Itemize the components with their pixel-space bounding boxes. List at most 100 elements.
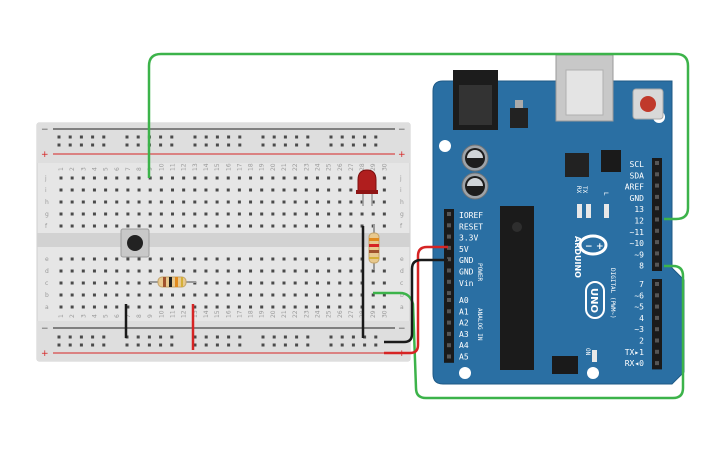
- resistor-horizontal[interactable]: [150, 276, 196, 288]
- breadboard-hole[interactable]: [282, 212, 286, 216]
- breadboard-hole[interactable]: [81, 224, 85, 228]
- rail-hole[interactable]: [295, 343, 299, 347]
- breadboard-hole[interactable]: [304, 224, 308, 228]
- breadboard-hole[interactable]: [59, 293, 63, 297]
- breadboard-hole[interactable]: [260, 188, 264, 192]
- rail-hole[interactable]: [204, 135, 208, 139]
- breadboard-hole[interactable]: [126, 305, 130, 309]
- header-pin[interactable]: [655, 315, 659, 320]
- breadboard-hole[interactable]: [315, 293, 319, 297]
- breadboard-hole[interactable]: [226, 293, 230, 297]
- breadboard-hole[interactable]: [237, 281, 241, 285]
- rail-hole[interactable]: [170, 335, 174, 339]
- breadboard-hole[interactable]: [215, 188, 219, 192]
- breadboard-hole[interactable]: [260, 200, 264, 204]
- breadboard-hole[interactable]: [271, 305, 275, 309]
- breadboard-hole[interactable]: [159, 293, 163, 297]
- breadboard-hole[interactable]: [204, 269, 208, 273]
- breadboard-hole[interactable]: [171, 269, 174, 273]
- breadboard-hole[interactable]: [382, 257, 386, 261]
- rail-hole[interactable]: [170, 143, 174, 147]
- wire-green-top[interactable]: [147, 52, 690, 221]
- breadboard-hole[interactable]: [59, 224, 63, 228]
- breadboard-hole[interactable]: [182, 305, 186, 309]
- breadboard-hole[interactable]: [70, 281, 74, 285]
- breadboard-hole[interactable]: [382, 305, 386, 309]
- breadboard-hole[interactable]: [249, 305, 253, 309]
- rail-hole[interactable]: [125, 143, 129, 147]
- breadboard-hole[interactable]: [360, 212, 364, 216]
- breadboard-hole[interactable]: [282, 281, 286, 285]
- header-pin[interactable]: [655, 217, 659, 222]
- rail-hole[interactable]: [351, 343, 355, 347]
- rail-hole[interactable]: [102, 135, 106, 139]
- breadboard-hole[interactable]: [327, 176, 331, 180]
- breadboard-hole[interactable]: [182, 257, 186, 261]
- breadboard-hole[interactable]: [338, 269, 342, 273]
- rail-hole[interactable]: [295, 135, 299, 139]
- breadboard-hole[interactable]: [226, 200, 230, 204]
- breadboard-hole[interactable]: [215, 293, 219, 297]
- breadboard-hole[interactable]: [304, 188, 308, 192]
- breadboard-hole[interactable]: [104, 224, 108, 228]
- rail-hole[interactable]: [79, 143, 83, 147]
- breadboard-hole[interactable]: [304, 257, 308, 261]
- breadboard-hole[interactable]: [282, 224, 286, 228]
- breadboard-hole[interactable]: [338, 281, 342, 285]
- rail-hole[interactable]: [147, 343, 151, 347]
- breadboard-hole[interactable]: [171, 293, 174, 297]
- breadboard-hole[interactable]: [282, 188, 286, 192]
- rail-hole[interactable]: [68, 343, 72, 347]
- rail-hole[interactable]: [261, 135, 265, 139]
- breadboard-hole[interactable]: [59, 176, 63, 180]
- rail-hole[interactable]: [238, 335, 242, 339]
- breadboard-hole[interactable]: [293, 281, 297, 285]
- header-pin[interactable]: [655, 228, 659, 233]
- breadboard-hole[interactable]: [115, 269, 119, 273]
- rail-hole[interactable]: [306, 143, 310, 147]
- breadboard-hole[interactable]: [249, 281, 253, 285]
- header-pin[interactable]: [655, 172, 659, 177]
- rail-hole[interactable]: [374, 335, 378, 339]
- header-pin[interactable]: [447, 320, 451, 325]
- header-pin[interactable]: [655, 183, 659, 188]
- breadboard-hole[interactable]: [104, 188, 108, 192]
- rail-hole[interactable]: [363, 343, 367, 347]
- header-pin[interactable]: [447, 354, 451, 359]
- rail-hole[interactable]: [340, 343, 344, 347]
- rail-hole[interactable]: [136, 135, 140, 139]
- breadboard-hole[interactable]: [349, 305, 353, 309]
- breadboard-hole[interactable]: [171, 224, 174, 228]
- breadboard-hole[interactable]: [293, 293, 297, 297]
- breadboard-hole[interactable]: [171, 176, 174, 180]
- breadboard-hole[interactable]: [282, 176, 286, 180]
- breadboard-hole[interactable]: [249, 212, 253, 216]
- header-pin[interactable]: [447, 268, 451, 273]
- header-pin[interactable]: [447, 298, 451, 302]
- breadboard-hole[interactable]: [193, 212, 197, 216]
- breadboard-hole[interactable]: [338, 212, 342, 216]
- breadboard-hole[interactable]: [115, 188, 119, 192]
- rail-hole[interactable]: [238, 143, 242, 147]
- rail-hole[interactable]: [363, 143, 367, 147]
- breadboard-hole[interactable]: [271, 212, 275, 216]
- breadboard-hole[interactable]: [349, 224, 353, 228]
- breadboard-hole[interactable]: [371, 293, 375, 297]
- header-pin[interactable]: [447, 234, 451, 239]
- header-pin[interactable]: [447, 279, 451, 284]
- breadboard-hole[interactable]: [92, 281, 96, 285]
- rail-hole[interactable]: [261, 143, 265, 147]
- header-pin[interactable]: [655, 194, 659, 199]
- rail-hole[interactable]: [363, 335, 367, 339]
- rail-hole[interactable]: [215, 335, 219, 339]
- breadboard-hole[interactable]: [371, 200, 375, 204]
- breadboard-hole[interactable]: [148, 212, 152, 216]
- breadboard-hole[interactable]: [92, 212, 96, 216]
- breadboard-hole[interactable]: [81, 293, 85, 297]
- breadboard-hole[interactable]: [159, 200, 163, 204]
- breadboard-hole[interactable]: [382, 200, 386, 204]
- breadboard-hole[interactable]: [126, 281, 130, 285]
- rail-hole[interactable]: [306, 343, 310, 347]
- breadboard-hole[interactable]: [171, 200, 174, 204]
- breadboard-hole[interactable]: [327, 200, 331, 204]
